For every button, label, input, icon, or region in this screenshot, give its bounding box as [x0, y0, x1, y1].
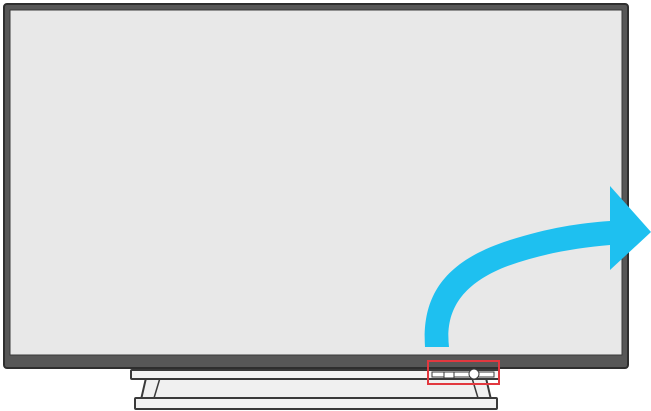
tv-screen	[10, 10, 622, 355]
control-strip	[432, 372, 494, 377]
tv-frame-icon	[4, 4, 628, 368]
power-button-icon	[469, 369, 479, 379]
control-button-icon	[444, 372, 454, 378]
stand-base	[135, 398, 497, 409]
